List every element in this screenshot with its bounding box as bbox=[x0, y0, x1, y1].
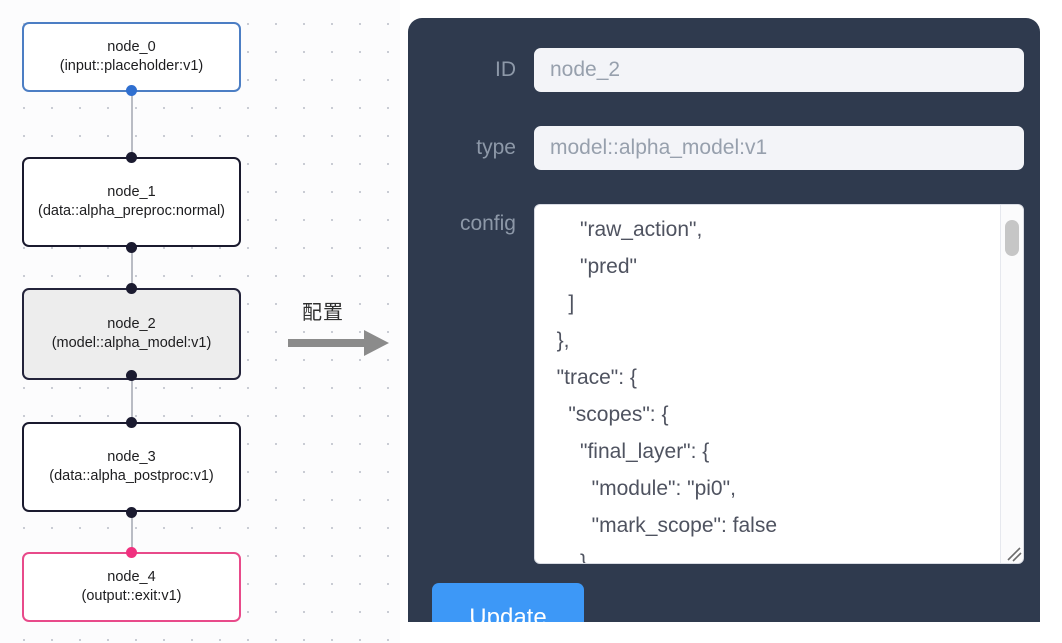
graph-node-title: node_4 bbox=[107, 568, 156, 585]
port-node_1-output[interactable] bbox=[126, 242, 137, 253]
graph-node-label: node_4 (output::exit:v1) bbox=[30, 568, 233, 607]
graph-node-node_2[interactable]: node_2 (model::alpha_model:v1) bbox=[22, 288, 241, 380]
config-field-label: config bbox=[459, 212, 516, 235]
graph-node-subtitle: (data::alpha_preproc:normal) bbox=[38, 203, 225, 219]
graph-node-node_1[interactable]: node_1 (data::alpha_preproc:normal) bbox=[22, 157, 241, 247]
graph-node-title: node_2 bbox=[107, 315, 156, 332]
edge-node3-node4 bbox=[131, 512, 133, 552]
graph-node-subtitle: (output::exit:v1) bbox=[81, 588, 182, 604]
port-node_3-output[interactable] bbox=[126, 507, 137, 518]
node-graph-canvas[interactable]: node_0 (input::placeholder:v1) node_1 (d… bbox=[0, 0, 400, 643]
port-node_1-input[interactable] bbox=[126, 152, 137, 163]
port-node_0-output[interactable] bbox=[126, 85, 137, 96]
id-field-label: ID bbox=[495, 58, 516, 81]
config-textarea[interactable]: "raw_action", "pred" ] }, "trace": { "sc… bbox=[534, 204, 1024, 564]
right-arrow-icon bbox=[288, 330, 389, 356]
resize-grip-icon[interactable] bbox=[1004, 544, 1022, 562]
id-input[interactable] bbox=[534, 48, 1024, 92]
graph-node-subtitle: (model::alpha_model:v1) bbox=[51, 335, 212, 351]
type-field-label: type bbox=[476, 136, 516, 159]
edge-node2-node3 bbox=[131, 375, 133, 420]
config-scrollbar-thumb[interactable] bbox=[1005, 220, 1019, 256]
port-node_2-input[interactable] bbox=[126, 283, 137, 294]
update-button[interactable]: Update bbox=[432, 583, 584, 622]
config-editor-wrapper: "raw_action", "pred" ] }, "trace": { "sc… bbox=[534, 204, 1024, 564]
graph-node-subtitle: (input::placeholder:v1) bbox=[59, 58, 204, 74]
field-row-id: ID bbox=[408, 48, 1040, 92]
field-row-config: config "raw_action", "pred" ] }, "trace"… bbox=[408, 204, 1040, 564]
graph-node-title: node_3 bbox=[107, 448, 156, 465]
graph-node-title: node_1 bbox=[107, 183, 156, 200]
node-config-panel: ID type config "raw_action", "pred" ] },… bbox=[408, 18, 1040, 622]
graph-node-node_4[interactable]: node_4 (output::exit:v1) bbox=[22, 552, 241, 622]
graph-node-label: node_1 (data::alpha_preproc:normal) bbox=[30, 183, 233, 222]
graph-node-label: node_0 (input::placeholder:v1) bbox=[30, 38, 233, 77]
transition-arrow-group: 配置 bbox=[288, 296, 398, 366]
port-node_2-output[interactable] bbox=[126, 370, 137, 381]
edge-node0-node1 bbox=[131, 90, 133, 160]
graph-node-label: node_3 (data::alpha_postproc:v1) bbox=[30, 448, 233, 487]
graph-node-subtitle: (data::alpha_postproc:v1) bbox=[49, 468, 214, 484]
graph-node-label: node_2 (model::alpha_model:v1) bbox=[30, 315, 233, 354]
transition-arrow-label: 配置 bbox=[302, 302, 344, 324]
edge-node1-node2 bbox=[131, 247, 133, 292]
config-scrollbar[interactable] bbox=[1000, 205, 1023, 563]
port-node_4-input[interactable] bbox=[126, 547, 137, 558]
graph-node-node_0[interactable]: node_0 (input::placeholder:v1) bbox=[22, 22, 241, 92]
graph-node-node_3[interactable]: node_3 (data::alpha_postproc:v1) bbox=[22, 422, 241, 512]
field-row-type: type bbox=[408, 126, 1040, 170]
graph-node-title: node_0 bbox=[107, 38, 156, 55]
port-node_3-input[interactable] bbox=[126, 417, 137, 428]
type-input[interactable] bbox=[534, 126, 1024, 170]
